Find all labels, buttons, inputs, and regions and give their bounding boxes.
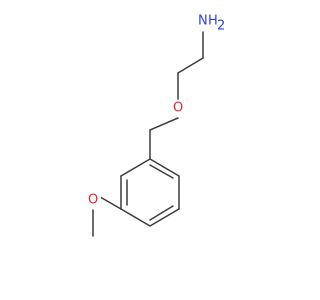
ring-bond-4 [120, 208, 151, 227]
bond-group [92, 31, 204, 237]
ring-bond-3 [149, 208, 180, 227]
atom-label-group: N H 2 O O [85, 12, 225, 209]
methoxy-oxygen-label: O [88, 193, 98, 208]
ring-double-bond-top [149, 164, 174, 179]
ether-oxygen-mask [170, 100, 186, 117]
ring-double-bond-bottom [149, 205, 174, 221]
methoxy-oxygen-label-group: O [85, 192, 101, 209]
molecule-structure-diagram: N H 2 O O [85, 12, 226, 237]
bond-c1-c2 [177, 57, 204, 74]
nitrogen-hydrogen-count: 2 [217, 19, 225, 34]
nitrogen-label: N [198, 14, 208, 29]
nitrogen-hydrogen-label: H [208, 14, 218, 29]
amine-label-mask [194, 12, 224, 30]
ether-oxygen-label: O [173, 101, 183, 116]
ring-bond-1 [149, 158, 180, 177]
methoxy-oxygen-mask [85, 192, 101, 209]
ring-bond-6 [120, 158, 151, 177]
amine-group-label: N H 2 [194, 12, 225, 34]
ether-oxygen-label-group: O [170, 100, 186, 117]
bond-o-ch2 [149, 117, 179, 131]
